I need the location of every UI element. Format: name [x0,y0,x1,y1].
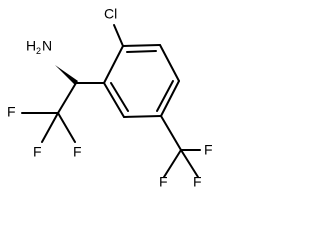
ring-bond-3 [159,44,180,82]
fluorine-label-4: F [204,142,213,158]
ring-bond-5 [123,115,162,118]
stereo-wedge-bond [55,65,78,85]
bond-cf3-f5 [163,149,182,178]
chlorine-label: Cl [104,6,117,22]
bond-c-f3 [41,112,59,143]
bond-ring-cf3 [160,115,182,151]
chemical-structure: Cl H 2 N F F F F F F [7,6,213,190]
amine-subscript-label: 2 [36,46,41,56]
bond-c-f2 [57,112,76,143]
bond-ring-cl [113,24,124,47]
fluorine-label-5: F [159,174,168,190]
bond-c-cf3 [57,82,77,114]
fluorine-label-6: F [193,174,202,190]
bond-cf3-f6 [180,149,199,178]
ring-bond-2 [122,44,161,47]
ring-bond-2-inner [126,50,157,53]
fluorine-label-1: F [7,104,16,120]
ring-bond-6 [103,82,125,118]
fluorine-label-3: F [33,144,42,160]
ring-bond-6-inner [110,82,129,112]
amine-n-label: N [42,38,52,54]
amine-h-label: H [26,38,36,54]
ring-bond-1 [103,45,124,84]
fluorine-label-2: F [73,144,82,160]
ring-bond-4 [160,80,180,117]
ring-bond-4-inner [156,80,174,112]
